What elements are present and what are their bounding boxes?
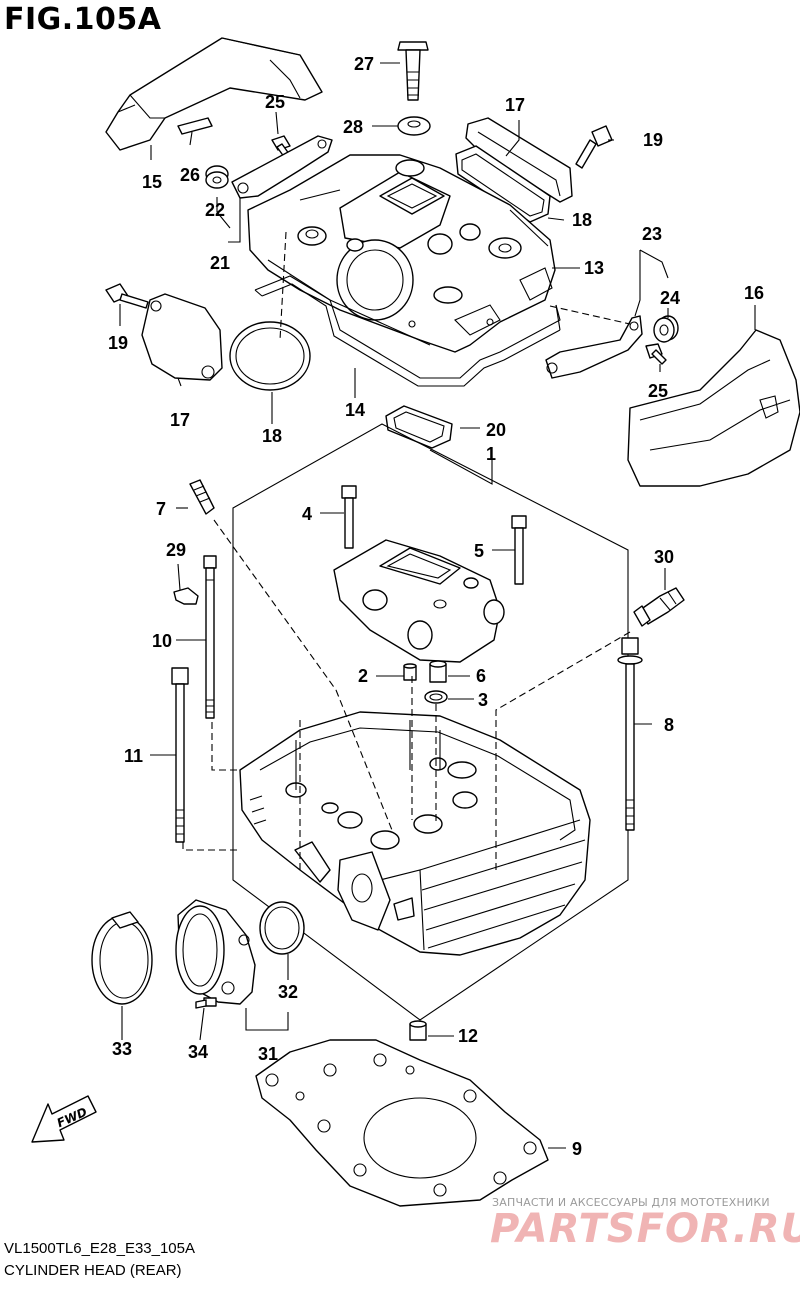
part-3-o-ring[interactable]: [424, 690, 448, 704]
callout-3: 3: [478, 690, 488, 710]
figure-code: VL1500TL6_E28_E33_105A: [4, 1240, 196, 1257]
part-9-head-gasket[interactable]: [255, 1039, 549, 1207]
figure-title: FIG.105A: [4, 2, 162, 37]
part-17-cover-plate-left[interactable]: [141, 293, 223, 381]
part-1-cylinder-head[interactable]: [239, 711, 591, 956]
callout-33: 33: [112, 1039, 132, 1059]
part-28-washer[interactable]: [397, 116, 431, 136]
part-20-gasket[interactable]: [385, 405, 453, 449]
callout-21: 21: [210, 253, 230, 273]
callout-19-upper: 19: [643, 130, 663, 150]
callout-31: 31: [258, 1044, 278, 1064]
part-18-gasket-left[interactable]: [229, 321, 311, 391]
figure-name: CYLINDER HEAD (REAR): [4, 1262, 182, 1279]
part-6-dowel[interactable]: [429, 660, 447, 683]
part-4-bolt[interactable]: [341, 485, 357, 549]
callout-13: 13: [584, 258, 604, 278]
callout-26: 26: [180, 165, 200, 185]
part-30-spark-plug[interactable]: [633, 587, 685, 627]
callout-18-left: 18: [262, 426, 282, 446]
callout-15: 15: [142, 172, 162, 192]
part-13-cylinder-head-cover[interactable]: [247, 154, 556, 353]
callout-11: 11: [124, 746, 143, 766]
callout-19-left: 19: [108, 333, 128, 353]
callout-25-upper: 25: [265, 92, 285, 112]
watermark-brand: PARTSFOR.RU: [490, 1206, 800, 1252]
callout-9: 9: [572, 1139, 582, 1159]
callout-14: 14: [345, 400, 365, 420]
part-32-o-ring[interactable]: [259, 901, 305, 955]
part-7-stud[interactable]: [189, 479, 215, 515]
assembly-outline-box: [232, 423, 629, 1021]
callout-16: 16: [744, 283, 764, 303]
callout-27: 27: [354, 54, 374, 74]
part-19-bolt-left[interactable]: [105, 283, 149, 309]
part-34-screw[interactable]: [195, 997, 217, 1009]
part-23-bracket[interactable]: [545, 315, 643, 379]
callout-28: 28: [343, 117, 363, 137]
callout-30: 30: [654, 547, 674, 567]
part-15-side-cover[interactable]: [105, 37, 323, 151]
part-12-dowel[interactable]: [409, 1020, 427, 1041]
callout-4: 4: [302, 504, 312, 524]
part-29-clip[interactable]: [173, 587, 199, 605]
callout-18-upper: 18: [572, 210, 592, 230]
callout-6: 6: [476, 666, 486, 686]
part-26-cushion[interactable]: [177, 117, 213, 135]
part-11-bolt[interactable]: [171, 667, 189, 843]
watermark-tagline: ЗАПЧАСТИ И АКСЕССУАРЫ ДЛЯ МОТОТЕХНИКИ: [492, 1196, 770, 1209]
part-18-gasket-upper[interactable]: [455, 145, 551, 223]
callout-32: 32: [278, 982, 298, 1002]
callout-29: 29: [166, 540, 186, 560]
callout-2: 2: [358, 666, 368, 686]
callout-17-left: 17: [170, 410, 190, 430]
callout-25-right: 25: [648, 381, 668, 401]
part-17-cover-plate-upper[interactable]: [465, 117, 573, 203]
fwd-arrow-icon: FWD: [31, 1095, 97, 1143]
part-14-cover-gasket[interactable]: [254, 275, 561, 387]
part-2-dowel[interactable]: [403, 663, 417, 681]
callout-17-upper: 17: [505, 95, 525, 115]
part-16-side-cover[interactable]: [627, 329, 800, 487]
part-31-intake-pipe[interactable]: [175, 899, 256, 1005]
callout-20: 20: [486, 420, 506, 440]
callout-34: 34: [188, 1042, 208, 1062]
leader-lines: [119, 62, 756, 1149]
callout-23: 23: [642, 224, 662, 244]
callout-7: 7: [156, 499, 166, 519]
part-21-bracket[interactable]: [231, 135, 333, 199]
cam-holder: [333, 539, 505, 663]
callout-10: 10: [152, 631, 172, 651]
part-10-stud[interactable]: [203, 555, 217, 719]
part-33-clamp[interactable]: [91, 911, 153, 1005]
part-24-grommet[interactable]: [653, 315, 679, 343]
part-8-bolt[interactable]: [617, 637, 643, 831]
part-19-bolt-upper[interactable]: [575, 125, 613, 169]
part-22-grommet[interactable]: [205, 165, 229, 189]
callout-5: 5: [474, 541, 484, 561]
part-5-bolt[interactable]: [511, 515, 527, 585]
callout-1: 1: [486, 444, 496, 464]
callout-24: 24: [660, 288, 680, 308]
part-25-bolt-right[interactable]: [645, 343, 667, 365]
callout-8: 8: [664, 715, 674, 735]
part-27-bolt[interactable]: [397, 41, 429, 101]
callout-12: 12: [458, 1026, 478, 1046]
callout-labels: 27 28 17 19 18 13 25 15 26 22 21 19 17 1…: [108, 54, 764, 1159]
callout-22: 22: [205, 200, 225, 220]
